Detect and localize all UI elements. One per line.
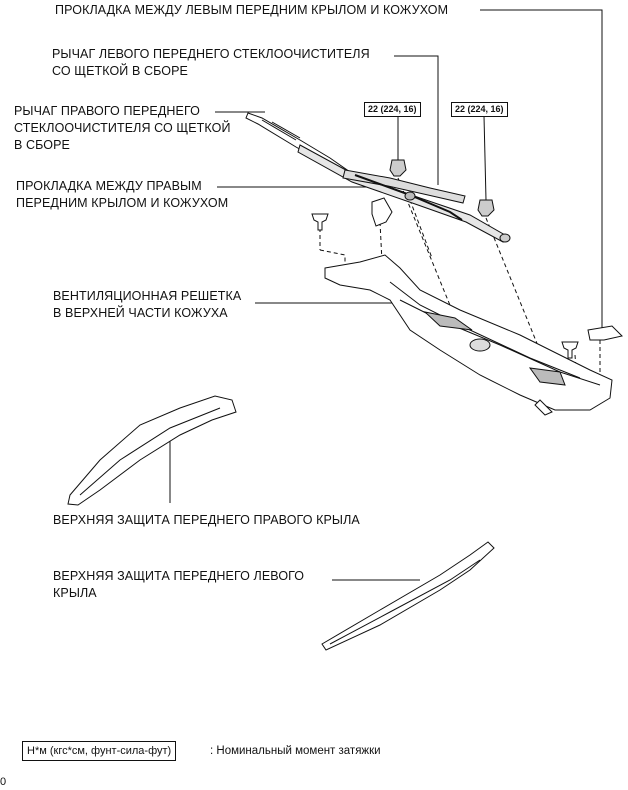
right-protector xyxy=(67,395,237,506)
label-right-wiper-arm-3: В СБОРЕ xyxy=(14,138,70,152)
torque-spec: 22 (224, 16) xyxy=(364,102,421,117)
leader-left-fender-seal xyxy=(480,9,603,330)
label-right-fender-seal-2: ПЕРЕДНИМ КРЫЛОМ И КОЖУХОМ xyxy=(16,196,229,210)
label-right-wiper-arm-2: СТЕКЛООЧИСТИТЕЛЯ СО ЩЕТКОЙ xyxy=(14,121,231,135)
label-left-wiper-arm-2: СО ЩЕТКОЙ В СБОРЕ xyxy=(52,64,188,78)
clip xyxy=(311,213,579,359)
label-left-protector-2: КРЫЛА xyxy=(53,586,97,600)
left-protector xyxy=(321,541,495,651)
label-right-wiper-arm-1: РЫЧАГ ПРАВОГО ПЕРЕДНЕГО xyxy=(14,104,200,118)
label-cowl-louver-2: В ВЕРХНЕЙ ЧАСТИ КОЖУХА xyxy=(53,306,228,320)
left-wiper-arm xyxy=(342,169,466,221)
label-left-fender-seal: ПРОКЛАДКА МЕЖДУ ЛЕВЫМ ПЕРЕДНИМ КРЫЛОМ И … xyxy=(55,3,449,17)
torque-legend-unit: Н*м (кгс*см, фунт-сила-фут) xyxy=(27,745,172,757)
torque-legend-description: : Номинальный момент затяжки xyxy=(210,745,381,757)
cowl-louver xyxy=(324,254,613,416)
right-fender-seal xyxy=(371,197,393,227)
label-right-protector: ВЕРХНЯЯ ЗАЩИТА ПЕРЕДНЕГО ПРАВОГО КРЫЛА xyxy=(53,513,360,527)
nut xyxy=(389,159,495,217)
page-number: 0 xyxy=(0,776,7,788)
leader-left-wiper-arm xyxy=(394,55,439,185)
torque-legend-box: Н*м (кгс*см, фунт-сила-фут) xyxy=(22,741,177,761)
label-left-wiper-arm-1: РЫЧАГ ЛЕВОГО ПЕРЕДНЕГО СТЕКЛООЧИСТИТЕЛЯ xyxy=(52,47,370,61)
label-cowl-louver-1: ВЕНТИЛЯЦИОННАЯ РЕШЕТКА xyxy=(53,289,242,303)
label-left-protector-1: ВЕРХНЯЯ ЗАЩИТА ПЕРЕДНЕГО ЛЕВОГО xyxy=(53,569,305,583)
torque-spec: 22 (224, 16) xyxy=(451,102,508,117)
left-fender-seal xyxy=(587,325,623,341)
label-right-fender-seal-1: ПРОКЛАДКА МЕЖДУ ПРАВЫМ xyxy=(16,179,202,193)
